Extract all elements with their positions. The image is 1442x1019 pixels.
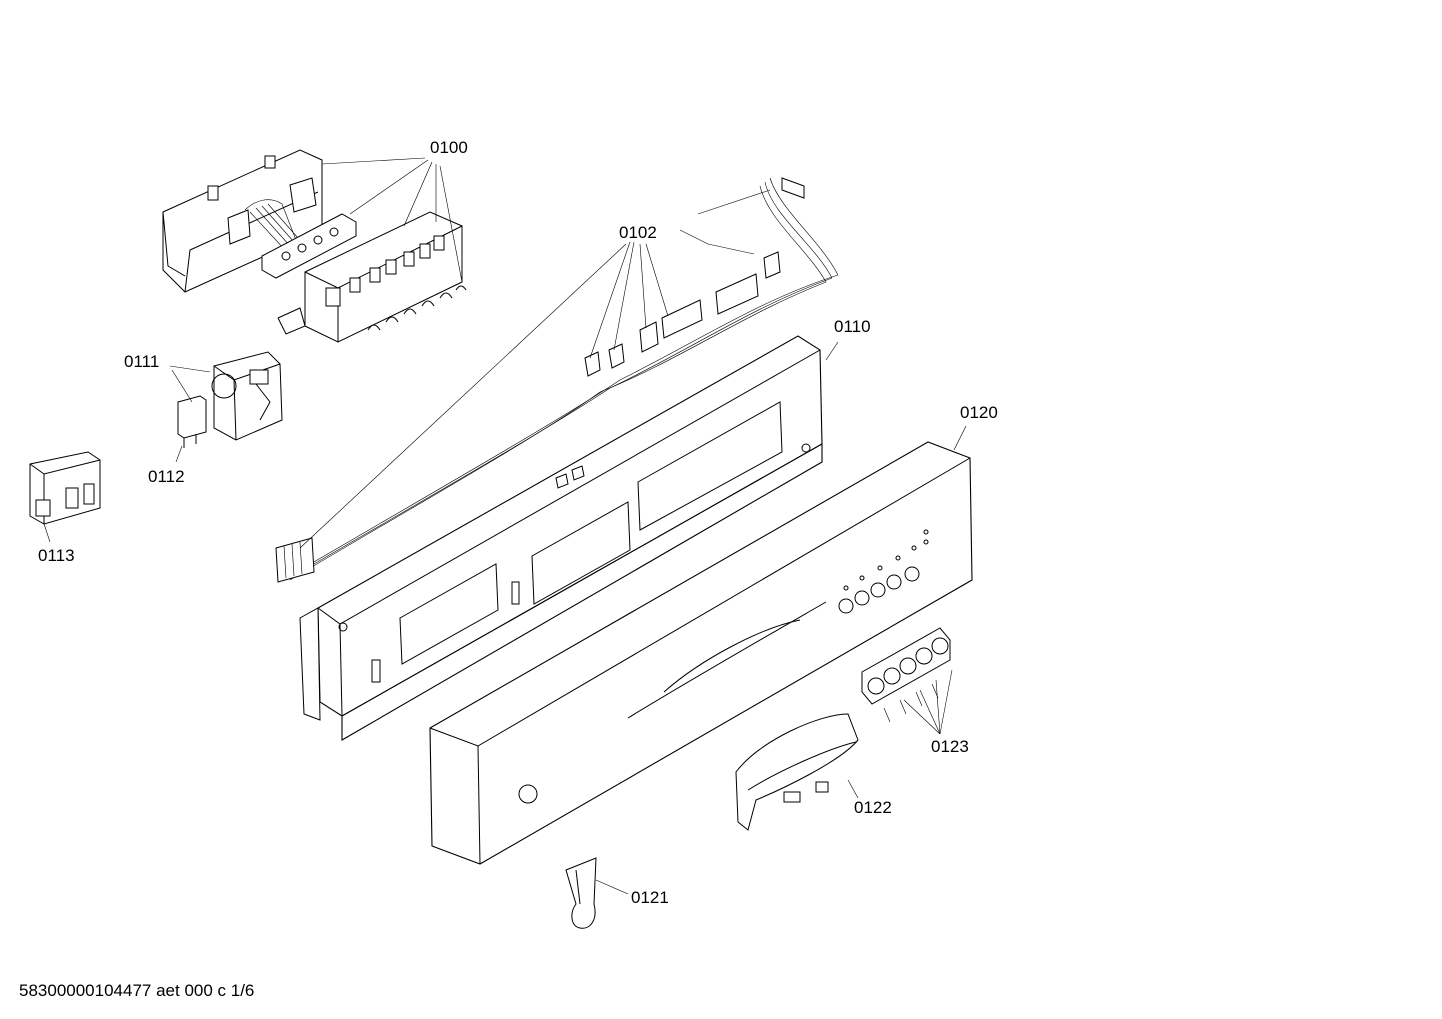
callout-0112: 0112 (148, 467, 185, 486)
part-0113-switch-module[interactable] (29, 451, 101, 525)
part-0110-inner-frame[interactable] (299, 335, 823, 741)
document-reference-footer: 58300000104477 aet 000 c 1/6 (19, 981, 255, 1000)
part-0111-actuator[interactable] (211, 351, 283, 441)
part-0112-capacitor[interactable] (177, 395, 207, 448)
part-0120-fascia-panel[interactable] (429, 441, 973, 865)
callout-0111: 0111 (124, 352, 159, 371)
part-0100-electronics[interactable] (162, 149, 467, 343)
part-0121-release-lever[interactable] (565, 857, 597, 929)
part-0102-wiring-harness[interactable] (275, 177, 839, 583)
callout-0100: 0100 (430, 138, 468, 157)
callout-0120: 0120 (960, 403, 998, 422)
part-0122-handle[interactable] (735, 713, 859, 831)
part-0123-push-buttons[interactable] (861, 627, 951, 705)
callout-0110: 0110 (834, 317, 871, 336)
callout-0102: 0102 (619, 223, 657, 242)
callout-0113: 0113 (38, 546, 75, 565)
callout-0123: 0123 (931, 737, 969, 756)
callout-0121: 0121 (631, 888, 669, 907)
callout-0122: 0122 (854, 798, 892, 817)
leader-lines (43, 157, 967, 895)
